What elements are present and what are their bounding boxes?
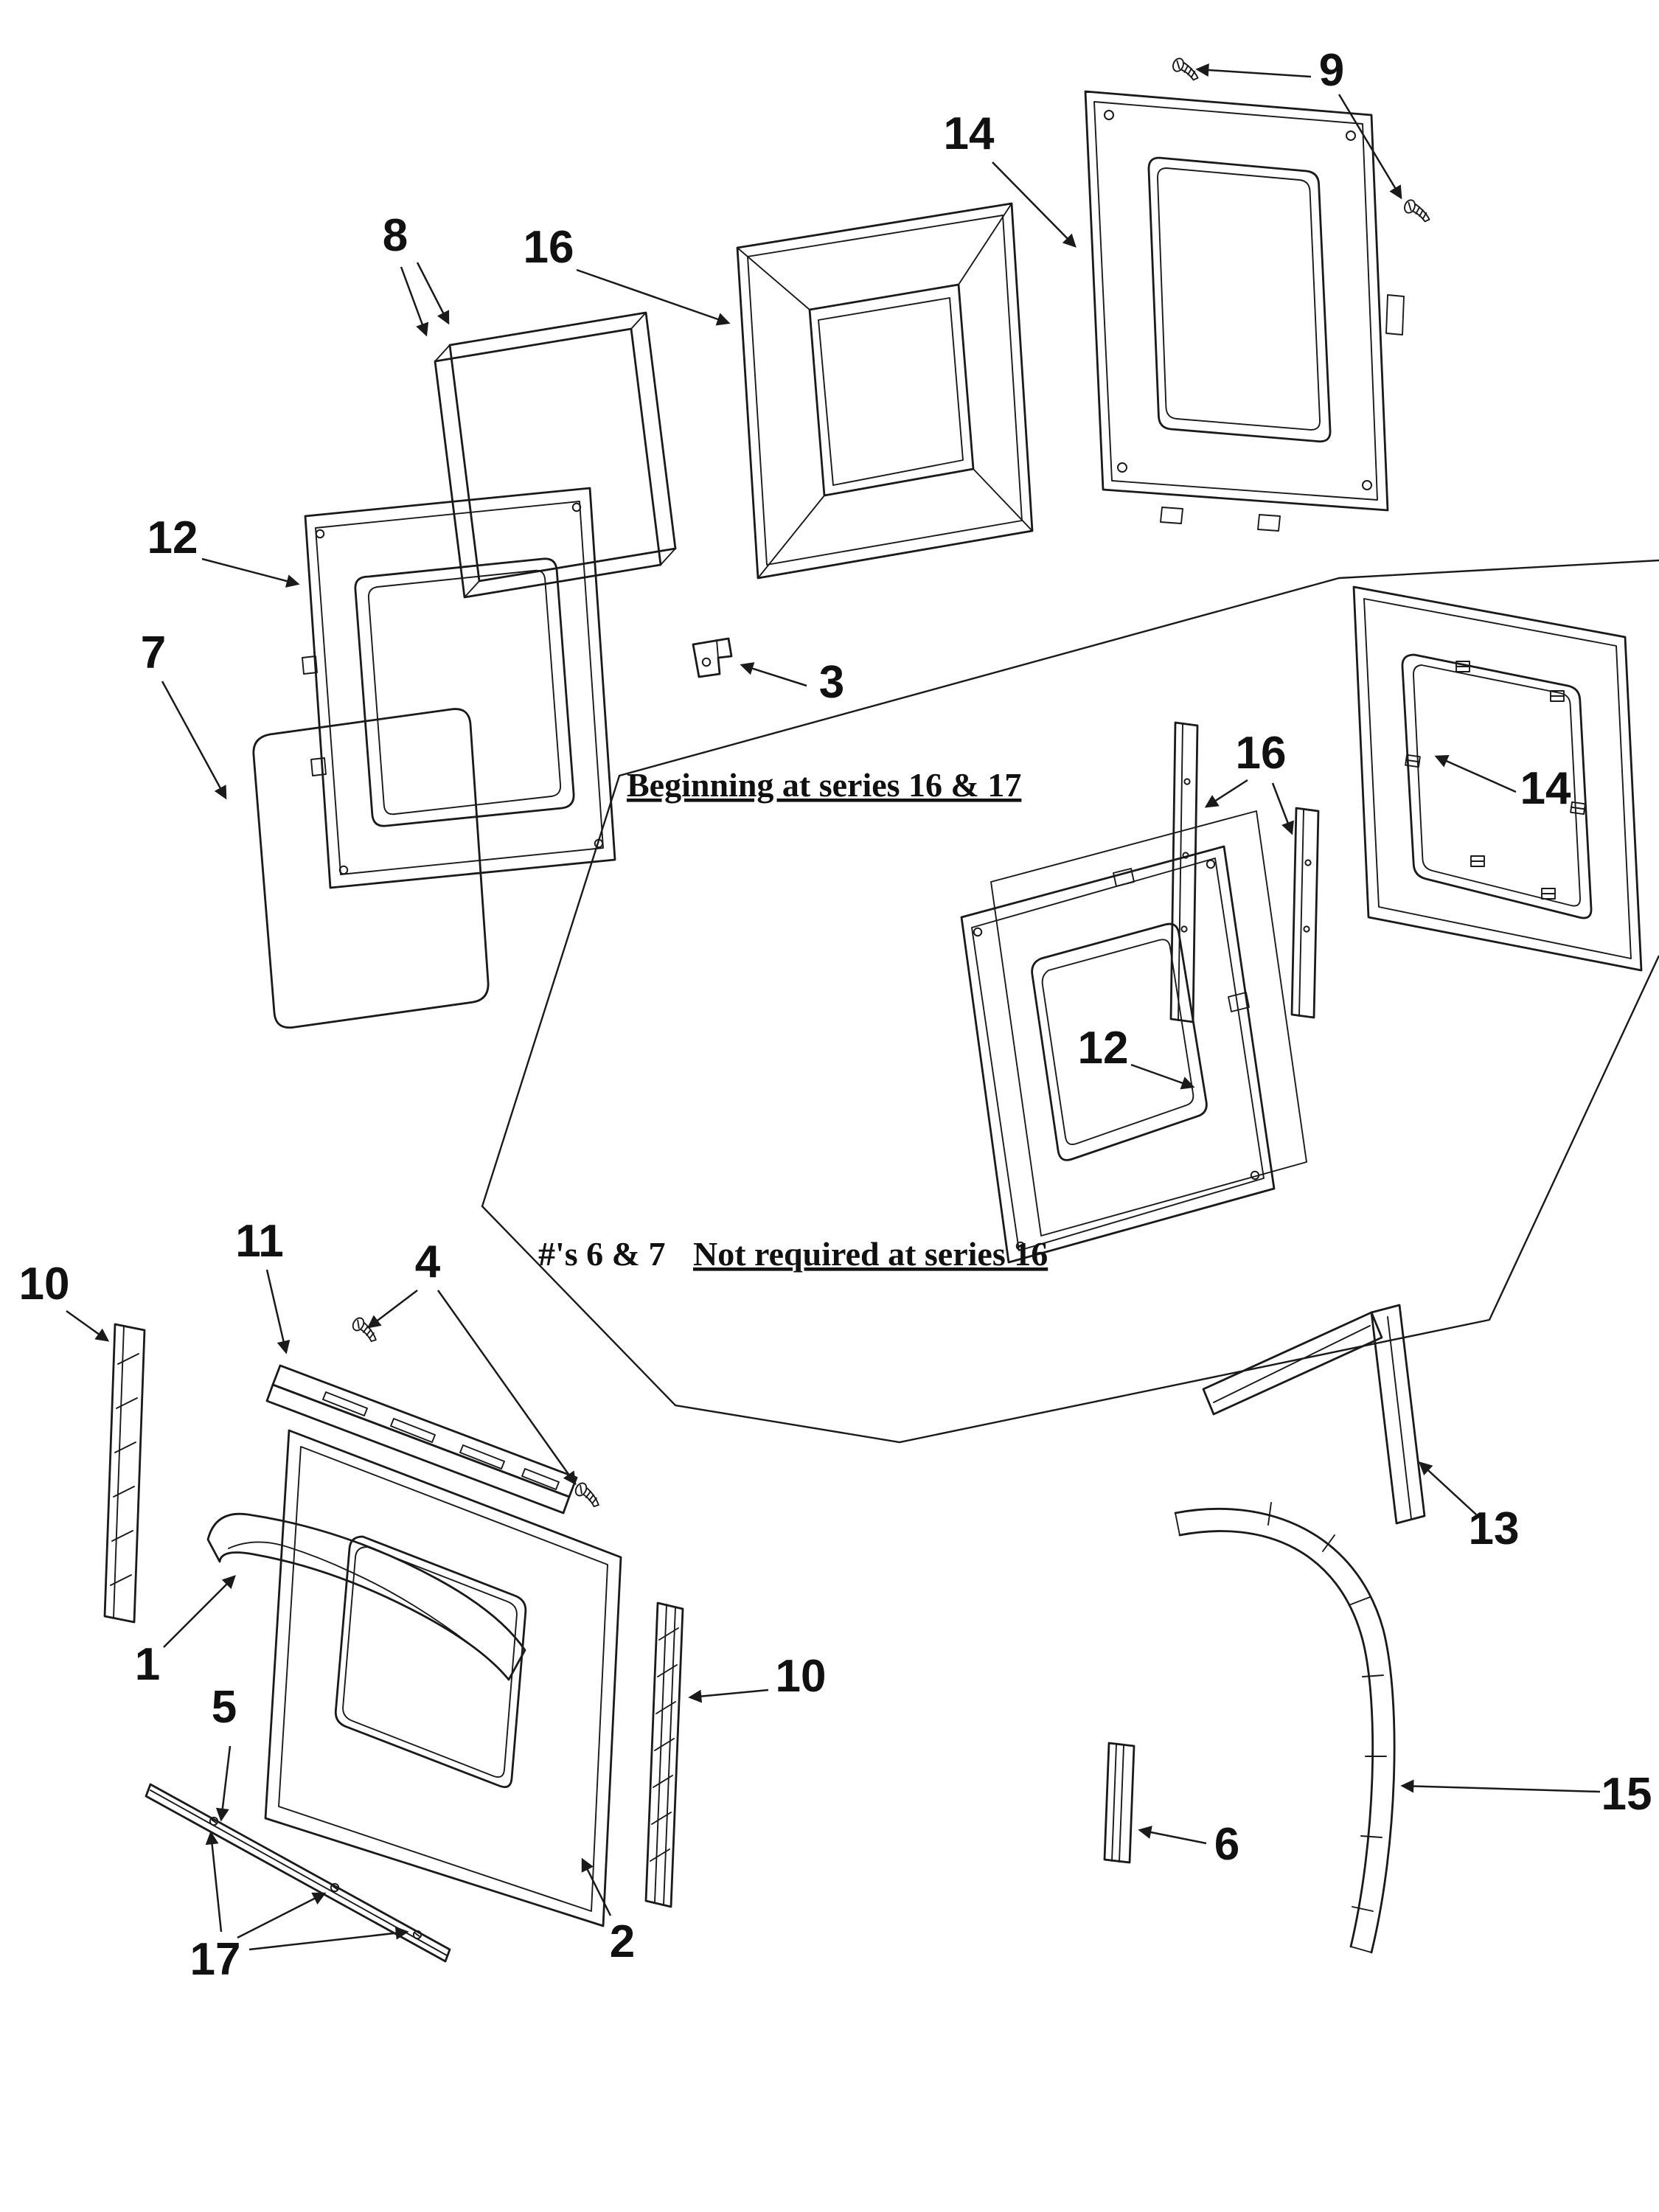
leader-line-14-top	[992, 161, 1077, 248]
leader-line-9b	[1338, 94, 1402, 200]
leader-line-15	[1400, 1779, 1601, 1793]
door-handle	[206, 1512, 526, 1681]
leader-line-17c	[248, 1926, 409, 1951]
leader-line-3	[740, 662, 807, 687]
leader-line-12-top	[201, 557, 300, 588]
callout-3-label: 3	[819, 657, 844, 708]
window-cutout	[1401, 653, 1593, 919]
callout-16-mid-label: 16	[1236, 728, 1287, 779]
bracket-clip	[692, 637, 733, 678]
corner-trim	[1202, 1304, 1426, 1525]
backing-sheet	[990, 810, 1307, 1237]
callout-14-top-label: 14	[944, 108, 995, 159]
leader-line-17a	[205, 1831, 223, 1933]
annotations: Beginning at series 16 & 17 #'s 6 & 7 No…	[538, 766, 1048, 1273]
callout-13-label: 13	[1469, 1503, 1520, 1554]
leader-line-8a	[400, 266, 429, 337]
side-trim-strip-left	[103, 1323, 146, 1624]
vent-slot	[322, 1391, 368, 1416]
leader-line-16-mid-b	[1271, 782, 1294, 835]
leader-lines	[66, 63, 1601, 1951]
callout-1-label: 1	[135, 1639, 160, 1690]
leader-line-13	[1419, 1461, 1477, 1515]
vent-slot	[390, 1418, 436, 1443]
door-inner-panel-series16	[960, 810, 1307, 1264]
door-side-trim-large	[1174, 1502, 1396, 1954]
leader-line-10-left	[66, 1310, 110, 1342]
vent-slot	[521, 1468, 560, 1490]
leader-line-5	[215, 1745, 232, 1822]
callout-labels: 9 14 16 8 12 7 3 16 14 12 10 11 4 1 5 2 …	[19, 45, 1652, 1985]
leader-line-10-right	[688, 1688, 769, 1703]
oven-door-outer-panel	[264, 1429, 622, 1927]
callout-5-label: 5	[212, 1682, 237, 1733]
top-vent-trim	[265, 1364, 578, 1514]
series-note: Beginning at series 16 & 17	[627, 766, 1021, 804]
callout-4-label: 4	[415, 1237, 441, 1287]
callout-17-label: 17	[190, 1934, 241, 1985]
leader-line-16-top	[576, 268, 731, 326]
leader-line-7	[161, 681, 227, 800]
leader-line-4b	[437, 1290, 577, 1486]
window-cutout	[354, 557, 575, 827]
leader-line-1	[163, 1575, 236, 1648]
leader-line-11	[265, 1269, 291, 1354]
callout-14-mid-label: 14	[1520, 763, 1571, 814]
glass-retainer-frame-top	[736, 202, 1034, 580]
window-cutout	[1147, 156, 1332, 443]
exclusion-note-prefix: #'s 6 & 7	[538, 1235, 666, 1273]
door-inner-panel-front	[302, 487, 616, 889]
series-region-boundary	[481, 559, 1659, 1444]
leader-line-8b	[416, 262, 450, 325]
callout-8-label: 8	[383, 210, 408, 261]
side-trim-strip-right	[644, 1601, 684, 1908]
leader-line-9a	[1195, 63, 1312, 78]
callout-15-label: 15	[1601, 1769, 1652, 1820]
leader-line-12-mid	[1130, 1063, 1195, 1090]
leader-line-16-mid-a	[1204, 779, 1248, 808]
insulation-glass-pack	[434, 311, 677, 599]
callout-12-top-label: 12	[147, 512, 198, 563]
callout-10-right-label: 10	[776, 1651, 827, 1702]
small-trim-strip	[1103, 1742, 1135, 1864]
callout-16-top-label: 16	[524, 222, 574, 273]
door-liner-panel-top	[1084, 90, 1405, 532]
callout-11-label: 11	[235, 1216, 284, 1267]
window-cutout	[1031, 922, 1208, 1161]
window-cutout	[334, 1535, 527, 1789]
leader-line-14-mid	[1434, 754, 1517, 793]
panel-outline	[1084, 90, 1389, 512]
vent-slot	[459, 1444, 505, 1470]
callout-2-label: 2	[610, 1916, 635, 1967]
callout-10-left-label: 10	[19, 1259, 70, 1310]
leader-line-2	[581, 1857, 612, 1916]
exclusion-note: Not required at series 16	[693, 1235, 1048, 1273]
callout-7-label: 7	[141, 627, 166, 678]
door-liner-panel-series16	[1352, 585, 1643, 972]
callout-9-label: 9	[1319, 45, 1344, 96]
leader-line-17b	[237, 1892, 327, 1939]
leader-line-6	[1138, 1826, 1207, 1845]
callout-12-mid-label: 12	[1078, 1023, 1129, 1074]
callout-6-label: 6	[1214, 1819, 1239, 1870]
door-glass-pane	[252, 708, 490, 1029]
leader-line-4a	[366, 1290, 418, 1329]
